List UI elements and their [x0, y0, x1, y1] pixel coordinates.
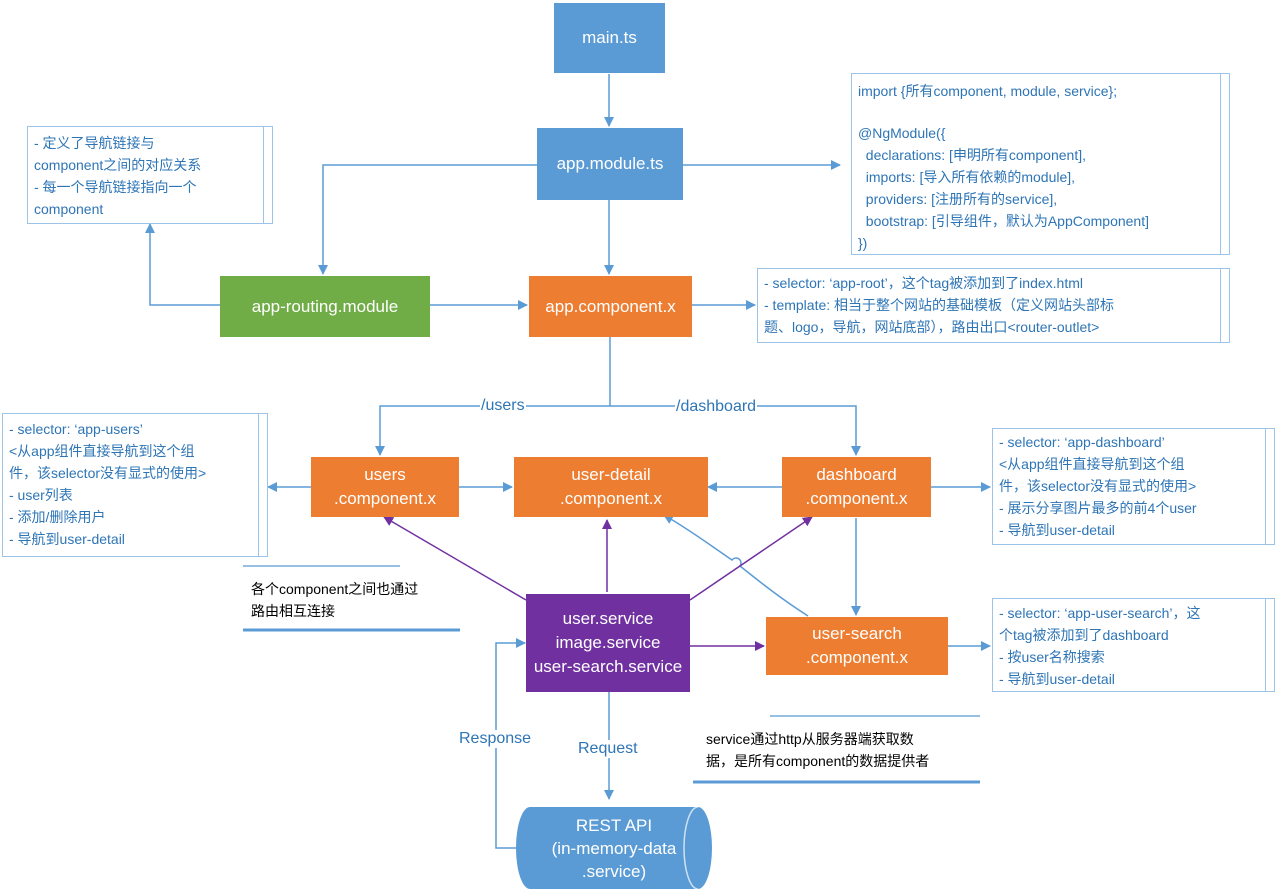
edge-label-dashboard: /dashboard [675, 398, 758, 416]
edge-routing-to-note [145, 223, 220, 306]
users-component-node: users .component.x [311, 457, 459, 517]
service-callout-line: 据，是所有component的数据提供者 [706, 753, 930, 769]
users-note-line: - selector: ‘app-users’ [9, 421, 143, 437]
edge-route-users [375, 405, 610, 456]
users-component-label-line1: users [364, 465, 406, 484]
app-component-note: - selector: ‘app-root’，这个tag被添加到了index.h… [757, 268, 1230, 343]
module-note-line: providers: [注册所有的service], [858, 191, 1058, 207]
users-note-line: <从app组件直接导航到这个组 [9, 443, 195, 459]
app-component-note-line: - selector: ‘app-root’，这个tag被添加到了index.h… [764, 275, 1083, 291]
user-service-label: user.service [562, 609, 654, 628]
module-note-line: declarations: [申明所有component], [858, 147, 1086, 163]
app-module-label: app.module.ts [556, 154, 664, 173]
routing-callout-line: 各个component之间也通过 [251, 581, 419, 597]
users-note: - selector: ‘app-users’ <从app组件直接导航到这个组 … [2, 413, 268, 557]
user-search-label-line1: user-search [812, 624, 902, 643]
routing-note: - 定义了导航链接与 component之间的对应关系 - 每一个导航链接指向一… [27, 126, 273, 224]
user-detail-component-node: user-detail .component.x [514, 457, 708, 517]
dashboard-note: - selector: ‘app-dashboard’ <从app组件直接导航到… [992, 428, 1275, 545]
dashboard-label-line1: dashboard [816, 465, 897, 484]
users-note-line: - user列表 [9, 487, 73, 503]
users-note-line: - 添加/删除用户 [9, 509, 106, 525]
edge-module-to-routing [318, 164, 537, 275]
dashboard-note-line: 件，该selector没有显式的使用> [999, 478, 1197, 494]
edge-service-to-users [383, 516, 527, 601]
routing-note-line: - 每一个导航链接指向一个 [34, 179, 197, 195]
rest-api-label-line3: .service) [581, 861, 647, 881]
user-search-label-line2: .component.x [805, 648, 909, 667]
dashboard-component-node: dashboard .component.x [782, 457, 931, 517]
routing-note-line: component之间的对应关系 [34, 157, 202, 173]
dashboard-note-line: <从app组件直接导航到这个组 [999, 456, 1185, 472]
rest-api-node: REST API (in-memory-data .service) [516, 812, 712, 884]
edge-label-response: Response [458, 730, 533, 748]
routing-note-line: component [34, 201, 104, 217]
user-search-note-line: 个tag被添加到了dashboard [999, 627, 1169, 643]
edge-label-request: Request [577, 740, 639, 758]
user-search-note-line: - 导航到user-detail [999, 671, 1115, 687]
routing-note-line: - 定义了导航链接与 [34, 135, 155, 151]
module-note-line: bootstrap: [引导组件，默认为AppComponent] [858, 213, 1149, 229]
dashboard-note-line: - 导航到user-detail [999, 522, 1115, 538]
dashboard-note-line: - 展示分享图片最多的前4个user [999, 500, 1197, 516]
edge-service-to-dashboard [689, 516, 813, 601]
callout-underlines [243, 565, 980, 784]
user-detail-label-line1: user-detail [571, 465, 651, 484]
user-detail-label-line2: .component.x [559, 489, 663, 508]
module-note-line: @NgModule({ [858, 125, 946, 141]
users-note-line: - 导航到user-detail [9, 531, 125, 547]
main-ts-label: main.ts [582, 28, 637, 47]
dashboard-note-line: - selector: ‘app-dashboard’ [999, 434, 1165, 450]
dashboard-label-line2: .component.x [805, 489, 908, 508]
module-note: import {所有component, module, service}; @… [851, 73, 1230, 255]
app-routing-node: app-routing.module [220, 276, 430, 337]
service-callout-line: service通过http从服务器端获取数 [706, 731, 914, 747]
user-search-note: - selector: ‘app-user-search’，这 个tag被添加到… [992, 598, 1275, 692]
app-component-note-line: - template: 相当于整个网站的基础模板（定义网站头部标 [764, 297, 1115, 313]
app-module-node: app.module.ts [537, 128, 683, 200]
user-search-note-line: - 按user名称搜索 [999, 649, 1105, 665]
app-routing-label: app-routing.module [251, 296, 399, 316]
rest-api-label-line2: (in-memory-data [551, 838, 677, 858]
rest-api-cylinder [516, 806, 712, 890]
module-note-line: imports: [导入所有依赖的module], [858, 169, 1076, 185]
module-note-blank [858, 102, 1215, 122]
app-component-note-line: 题、logo，导航，网站底部），路由出口<router-outlet> [764, 319, 1100, 335]
rest-api-label-line1: REST API [575, 815, 653, 835]
user-search-component-node: user-search .component.x [766, 617, 948, 675]
user-search-service-label: user-search.service [533, 657, 683, 676]
module-note-line: import {所有component, module, service}; [858, 83, 1118, 99]
service-callout: service通过http从服务器端获取数 据，是所有component的数据提… [706, 728, 929, 772]
module-note-line: }) [858, 235, 868, 251]
user-search-note-line: - selector: ‘app-user-search’，这 [999, 605, 1201, 621]
image-service-label: image.service [555, 633, 661, 652]
app-component-node: app.component.x [529, 276, 692, 337]
edge-search-to-detail [663, 514, 809, 617]
app-component-label: app.component.x [545, 296, 676, 316]
routing-callout-line: 路由相互连接 [251, 603, 335, 619]
routing-callout: 各个component之间也通过 路由相互连接 [251, 578, 418, 622]
users-component-label-line2: .component.x [333, 489, 437, 508]
services-node: user.service image.service user-search.s… [526, 594, 690, 692]
edge-label-users: /users [480, 397, 526, 415]
users-note-line: 件，该selector没有显式的使用> [9, 465, 207, 481]
main-ts-node: main.ts [554, 3, 665, 73]
